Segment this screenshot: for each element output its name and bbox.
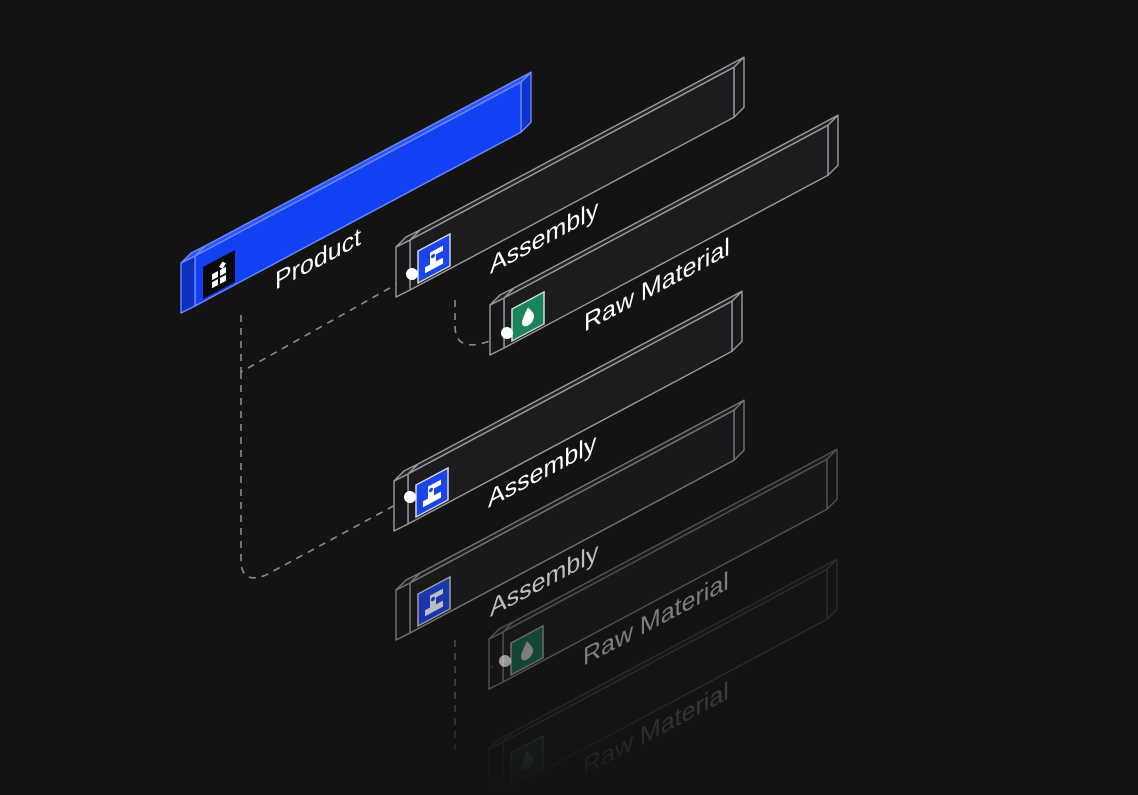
connection-dot-raw-material-2 bbox=[499, 655, 511, 667]
block-left-top bbox=[395, 229, 421, 248]
block-front-face bbox=[194, 81, 522, 307]
bottom-fade bbox=[0, 690, 1138, 790]
block-end-face bbox=[826, 448, 838, 510]
block-left-top bbox=[488, 621, 514, 640]
block-end-face bbox=[826, 558, 838, 620]
block-left-top bbox=[180, 245, 206, 264]
block-left-top bbox=[489, 287, 515, 306]
droplet-icon bbox=[511, 290, 545, 343]
node-product[interactable]: Product bbox=[180, 71, 532, 314]
block-end-face bbox=[733, 56, 745, 119]
block-left-face bbox=[395, 582, 411, 641]
block-left-face bbox=[180, 255, 196, 314]
connector-assembly-1-raw-material-1 bbox=[454, 300, 507, 346]
block-front-face bbox=[407, 300, 733, 525]
block-left-face bbox=[489, 297, 505, 356]
connection-dot-raw-material-1 bbox=[501, 327, 513, 339]
connection-dot-assembly-2 bbox=[404, 491, 416, 503]
robot-arm-icon bbox=[415, 466, 449, 519]
block-left-top bbox=[395, 572, 421, 591]
robot-arm-icon bbox=[417, 575, 451, 628]
node-assembly-3[interactable]: Assembly bbox=[395, 399, 745, 641]
connection-dot-assembly-1 bbox=[406, 268, 418, 280]
block-left-top bbox=[393, 463, 419, 482]
connector-product-assembly-1 bbox=[240, 275, 412, 374]
block-left-face bbox=[395, 239, 411, 298]
grid-blocks-icon bbox=[203, 249, 235, 299]
block-end-face bbox=[827, 114, 839, 177]
robot-arm-icon bbox=[417, 232, 451, 285]
block-left-face bbox=[488, 631, 504, 690]
block-top-face bbox=[502, 448, 838, 633]
connector-layer bbox=[240, 275, 507, 750]
connector-product-assembly-2 bbox=[240, 372, 411, 579]
block-end-face bbox=[731, 290, 743, 352]
block-end-face bbox=[733, 399, 745, 461]
droplet-icon bbox=[510, 624, 544, 677]
block-left-face bbox=[393, 473, 409, 532]
block-end-face bbox=[520, 71, 532, 133]
